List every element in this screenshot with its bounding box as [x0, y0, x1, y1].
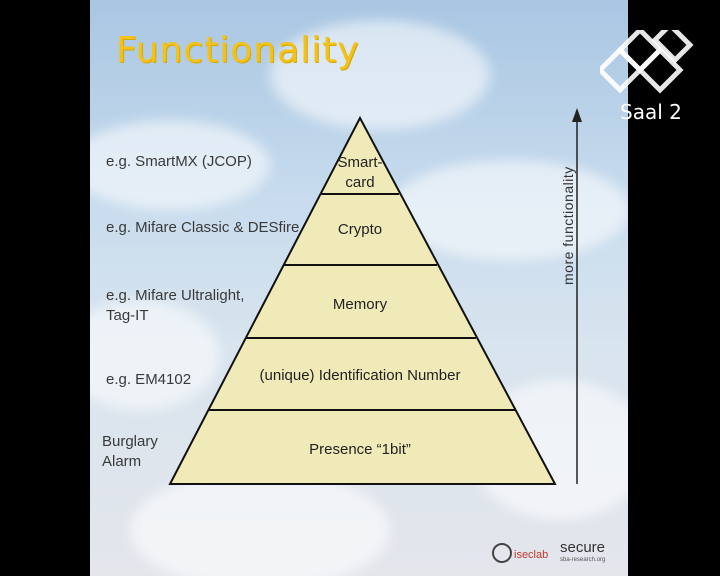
level-crypto: Crypto	[337, 221, 383, 238]
example-mifare-classic: e.g. Mifare Classic & DESfire	[106, 219, 300, 236]
iseclab-logo: iseclab	[490, 534, 556, 576]
arrow-label: more functionality	[560, 166, 576, 285]
pyramid-fill	[168, 115, 557, 485]
hall-label: Saal 2	[620, 100, 682, 124]
example-smartmx: e.g. SmartMX (JCOP)	[106, 153, 252, 170]
level-memory: Memory	[332, 296, 388, 313]
example-burglary-alarm: Burglary Alarm	[102, 433, 158, 470]
example-em4102: e.g. EM4102	[106, 371, 192, 388]
slide-title: Functionality	[116, 30, 360, 71]
example-mifare-ultralight: e.g. Mifare Ultralight, Tag-IT	[106, 287, 245, 324]
iseclab-logo-text: iseclab	[514, 549, 548, 561]
secure-logo-subtitle: sba-research.org	[560, 557, 606, 563]
presentation-slide: Functionality e.g. SmartMX (JCOP) e.g. M…	[90, 0, 628, 576]
level-presence: Presence “1bit”	[309, 441, 411, 458]
secure-logo: secure	[560, 539, 606, 556]
level-identification: (unique) Identification Number	[259, 367, 461, 384]
pyramid-diagram	[168, 108, 582, 485]
arrow-head	[572, 108, 582, 122]
broadcast-logo-icon	[600, 30, 694, 94]
level-smartcard: Smart- card	[337, 154, 383, 191]
